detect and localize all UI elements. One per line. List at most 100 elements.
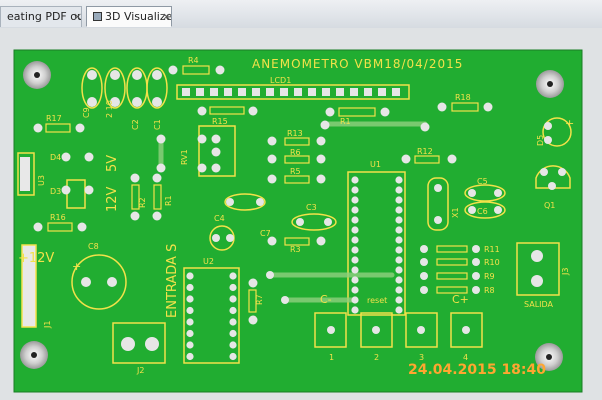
ic-pin (351, 296, 359, 304)
lcd-pin (252, 88, 260, 96)
lcd-label: LCD1 (270, 76, 291, 85)
label-5v: 5V (105, 155, 120, 172)
ic-pin (351, 246, 359, 254)
label-plus-c8: + (72, 260, 81, 273)
lcd-pin (322, 88, 330, 96)
ic-pin (229, 329, 237, 338)
lcd-pin (238, 88, 246, 96)
pads (23, 65, 566, 351)
label-r5: R5 (290, 167, 301, 176)
ic-pin (351, 256, 359, 264)
ic-pin (351, 306, 359, 314)
close-icon[interactable]: × (162, 10, 172, 23)
ic-pin (351, 236, 359, 244)
lcd-pin (224, 88, 232, 96)
label-r11: R11 (484, 245, 500, 254)
label-12v: 12V (105, 186, 120, 212)
ic-pin (186, 341, 194, 349)
tab-pdf-output[interactable]: eating PDF output... × (0, 6, 82, 27)
ic-pin (395, 286, 403, 294)
label-r3: R3 (290, 245, 301, 254)
ic-pin (186, 318, 194, 326)
label-r1-top: R1 (340, 117, 351, 126)
label-c4: C4 (214, 214, 225, 223)
label-c6: C6 (477, 207, 488, 216)
lcd-pin (210, 88, 218, 96)
lcd-pin (196, 88, 204, 96)
label-n4: 4 (463, 353, 468, 362)
label-r17: R17 (46, 114, 62, 123)
tab-label: 3D Visualizer (105, 10, 172, 23)
ic-pin (395, 266, 403, 274)
label-r10: R10 (484, 258, 500, 267)
lcd-pin (266, 88, 274, 96)
ic-pin (395, 256, 403, 264)
ic-pin (229, 352, 237, 361)
lcd-pin (280, 88, 288, 96)
label-r9: R9 (484, 272, 495, 281)
label-r7: R7 (255, 294, 264, 305)
lcd-pin (364, 88, 372, 96)
label-x1: X1 (451, 207, 460, 218)
lcd-pin (308, 88, 316, 96)
ic-pin (351, 276, 359, 284)
ic-pin (395, 236, 403, 244)
label-r4: R4 (188, 56, 199, 65)
label-u3: U3 (37, 175, 46, 186)
ic-pin (351, 206, 359, 214)
label-c10: 2 10 (105, 100, 114, 118)
label-r12: R12 (417, 147, 433, 156)
ic-pin (395, 246, 403, 254)
board-title: ANEMOMETRO VBM18/04/2015 (252, 57, 463, 71)
ic-pin (229, 318, 237, 326)
label-c3: C3 (306, 203, 317, 212)
label-r15: R15 (212, 117, 228, 126)
ic-pin (229, 272, 237, 280)
ic-pin (351, 226, 359, 234)
ic-pin (186, 283, 194, 292)
tab-bar: eating PDF output... × 3D Visualizer × (0, 0, 602, 29)
ic-pin (351, 186, 359, 194)
ic-pin (395, 296, 403, 304)
ic-pin (395, 186, 403, 194)
label-r13: R13 (287, 129, 303, 138)
ic-pin (229, 306, 237, 315)
ic-pin (395, 276, 403, 284)
ic-pin (186, 329, 194, 338)
close-icon[interactable]: × (73, 10, 82, 23)
ic-pin (395, 226, 403, 234)
ic-pin (186, 272, 194, 280)
label-c1: C1 (153, 119, 162, 130)
ic-pin (395, 206, 403, 214)
label-q1: Q1 (544, 201, 555, 210)
photo-timestamp: 24.04.2015 18:40 (408, 362, 546, 378)
label-r16: R16 (50, 213, 66, 222)
ic-pin (229, 283, 237, 292)
label-n3: 3 (419, 353, 424, 362)
label-12v-input: +12V (18, 251, 54, 266)
label-sw4: C+ (452, 293, 469, 306)
lcd-header (176, 84, 410, 100)
label-j3: J3 (561, 268, 570, 276)
label-c5: C5 (477, 177, 488, 186)
silkscreen-outlines (17, 67, 572, 364)
ic-pin (395, 216, 403, 224)
label-salida: SALIDA (524, 300, 554, 309)
ic-pin (395, 196, 403, 204)
label-rv1: RV1 (180, 149, 189, 165)
label-reset: reset (367, 296, 387, 305)
label-r2: R2 (138, 197, 147, 208)
lcd-pin (336, 88, 344, 96)
ic-pin (351, 176, 359, 184)
lcd-pin (392, 88, 400, 96)
label-r6: R6 (290, 148, 301, 157)
tab-3d-visualizer[interactable]: 3D Visualizer × (86, 6, 172, 27)
lcd-pin (378, 88, 386, 96)
label-c8: C8 (88, 242, 99, 251)
label-n1: 1 (329, 353, 334, 362)
tab-label: eating PDF output... (7, 10, 81, 23)
label-c9: C9 (82, 107, 91, 118)
ic-pin (351, 196, 359, 204)
label-u2: U2 (203, 257, 214, 266)
